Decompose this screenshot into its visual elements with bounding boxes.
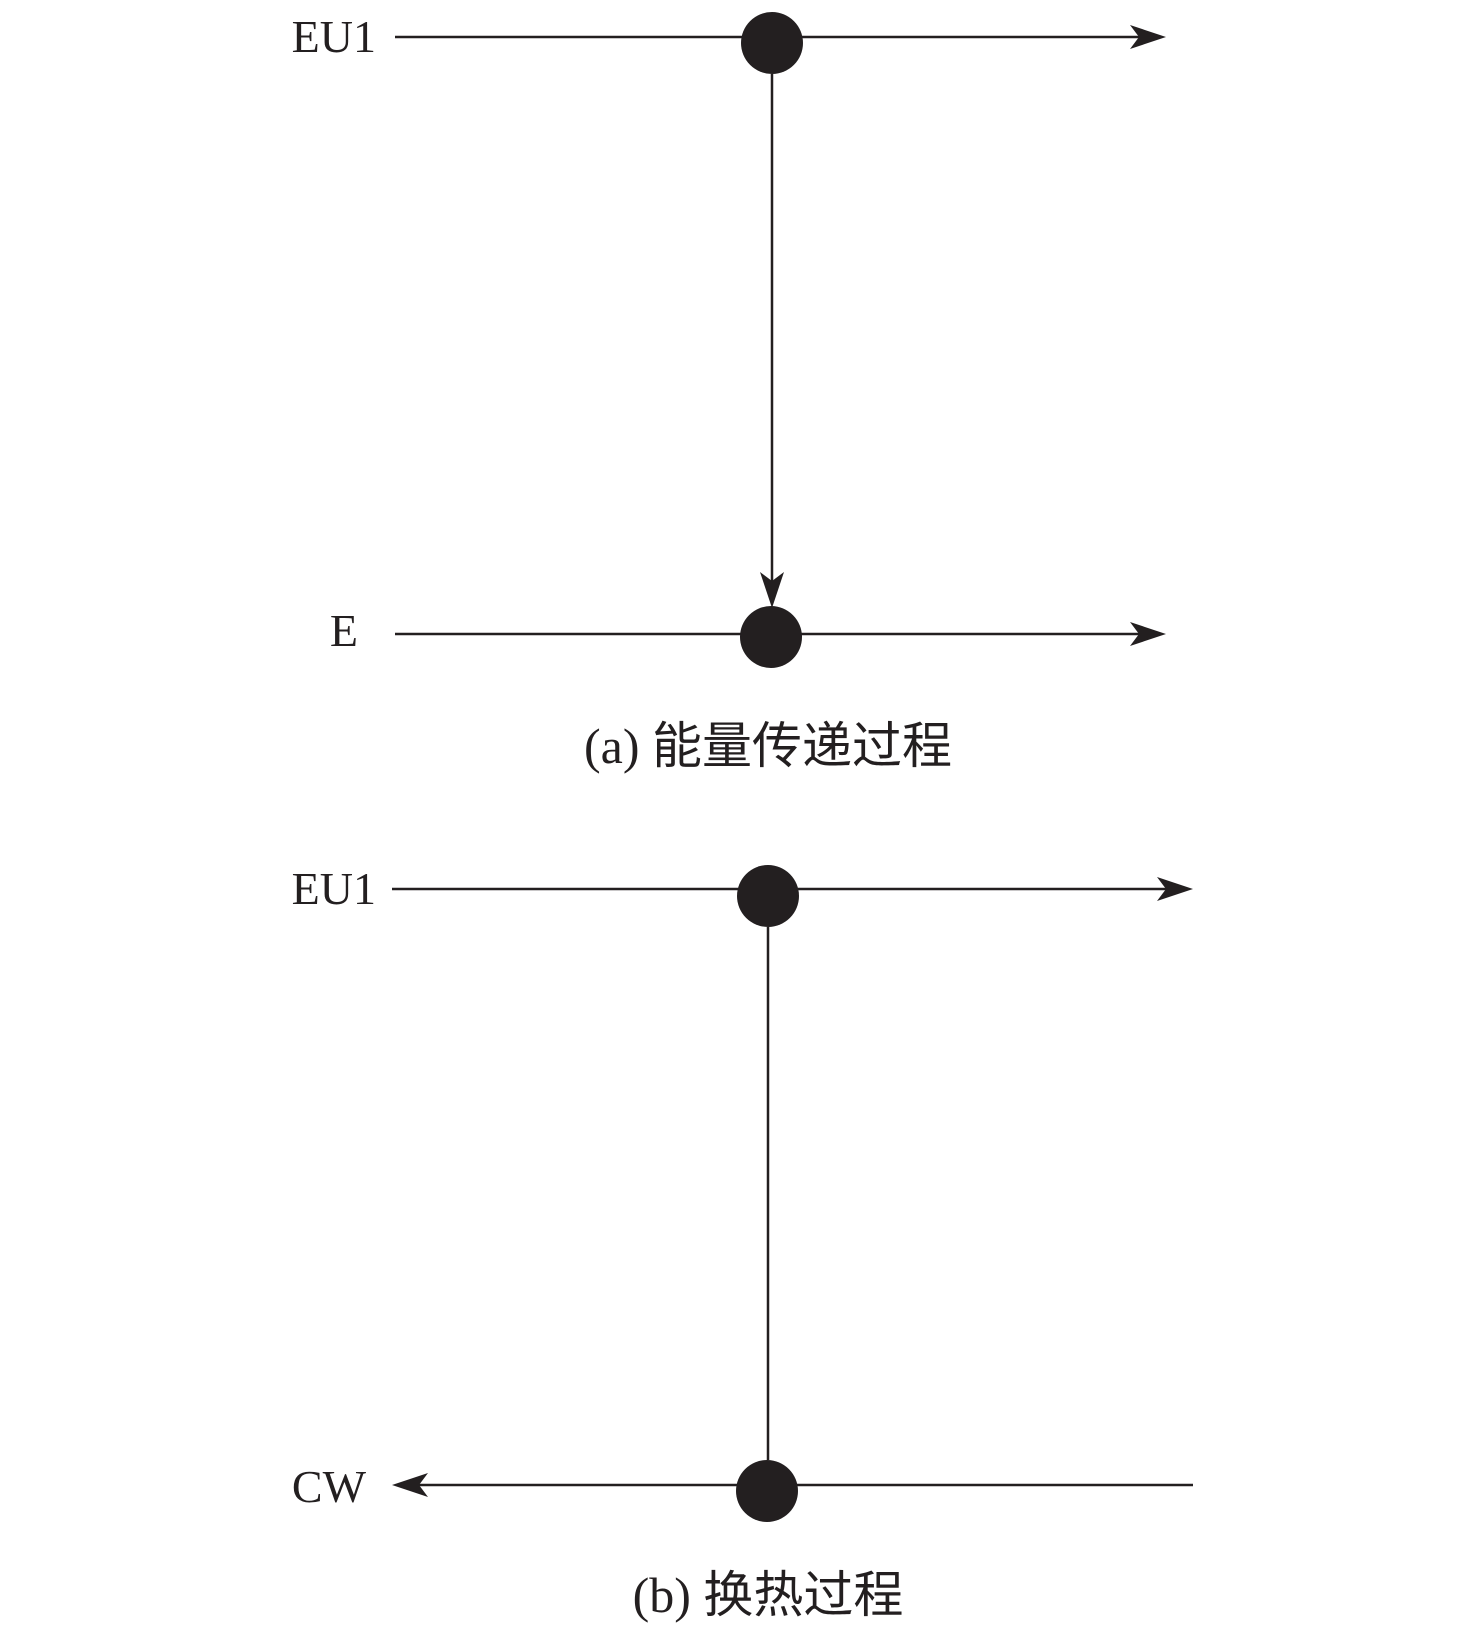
panel-a-bottom-stream-label: E bbox=[330, 605, 358, 656]
panel-a-top-node bbox=[741, 12, 803, 74]
panel-a-bottom-node bbox=[740, 606, 802, 668]
panel-b-bottom-node bbox=[736, 1460, 798, 1522]
panel-b-caption: (b) 换热过程 bbox=[633, 1567, 904, 1623]
panel-b-bottom-stream-arrowhead bbox=[392, 1473, 428, 1497]
panel-b-top-node bbox=[737, 865, 799, 927]
panel-a-top-stream-label: EU1 bbox=[292, 11, 376, 62]
panel-a-bottom-stream-arrowhead bbox=[1130, 622, 1166, 646]
panel-b-top-stream-arrowhead bbox=[1157, 877, 1193, 901]
panel-a-caption: (a) 能量传递过程 bbox=[584, 718, 952, 774]
panel-a-connector-arrowhead bbox=[760, 572, 784, 608]
panel-b: EU1 CW (b) 换热过程 bbox=[292, 863, 1193, 1623]
panel-b-top-stream-label: EU1 bbox=[292, 863, 376, 914]
panel-a: EU1 E (a) 能量传递过程 bbox=[292, 11, 1166, 774]
panel-a-top-stream-arrowhead bbox=[1130, 25, 1166, 49]
panel-b-bottom-stream-label: CW bbox=[292, 1461, 367, 1512]
